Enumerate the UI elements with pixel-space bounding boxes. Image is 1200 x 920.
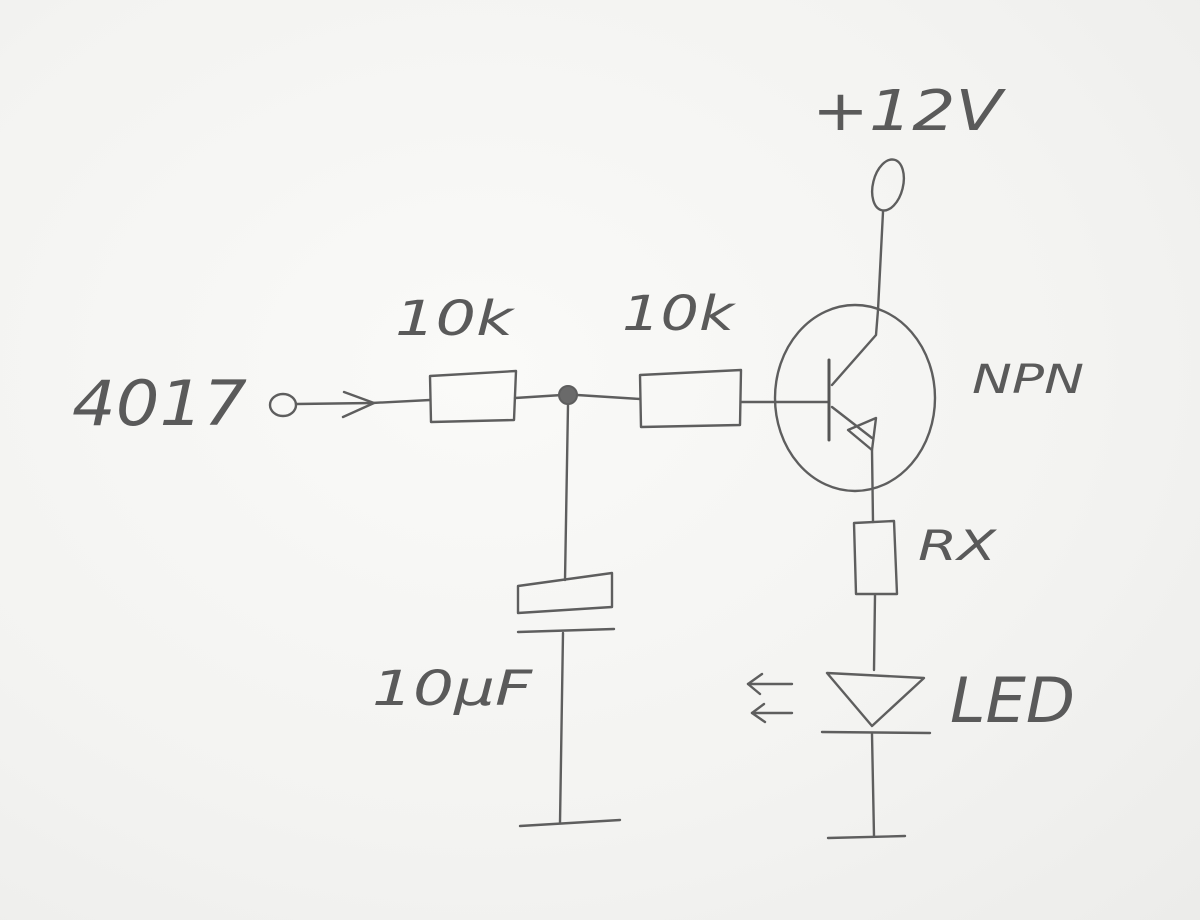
- input-label: 4017: [72, 367, 247, 440]
- resistor-rx: [852, 519, 899, 672]
- input-arrow: [294, 390, 432, 419]
- ground-symbol-right: [826, 834, 907, 840]
- cap-value-label: 10µF: [372, 661, 534, 717]
- r2-value-label: 10k: [622, 286, 737, 342]
- resistor-r2: [638, 368, 830, 429]
- transistor-type-label: NPN: [972, 357, 1084, 403]
- r1-value-label: 10k: [395, 291, 516, 347]
- supply-terminal: [870, 158, 906, 312]
- npn-transistor: [773, 303, 937, 524]
- supply-label: +12V: [812, 79, 1006, 144]
- input-terminal: [268, 392, 298, 418]
- capacitor-10uf: [516, 403, 616, 825]
- resistor-r1: [428, 369, 564, 424]
- led-label: LED: [950, 664, 1075, 737]
- ground-symbol-left: [518, 818, 622, 828]
- rx-label: RX: [918, 521, 998, 570]
- led-light-arrows-icon: [746, 672, 794, 724]
- led-diode: [820, 671, 932, 838]
- junction-node: [558, 385, 642, 405]
